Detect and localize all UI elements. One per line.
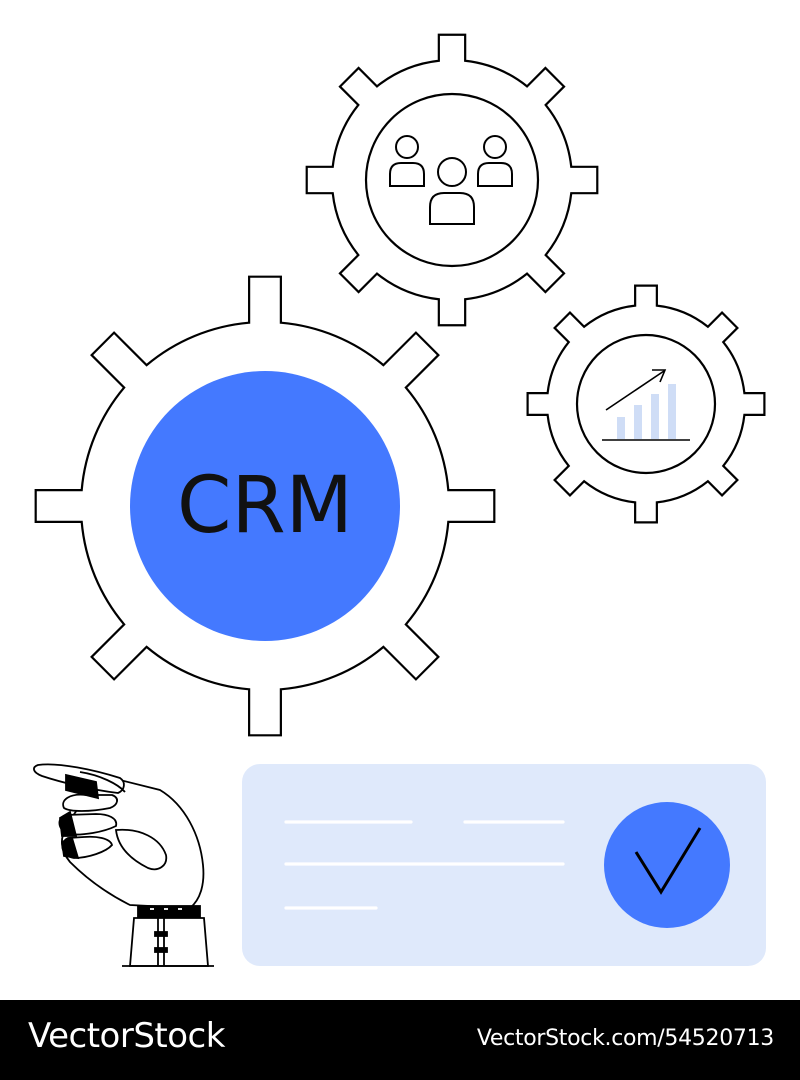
text-placeholder-lines	[284, 820, 565, 910]
chart-bar	[651, 394, 659, 439]
gear-icon	[526, 284, 766, 524]
image-reference: VectorStock.com/54520713	[476, 1026, 774, 1051]
crm-label: CRM	[177, 461, 353, 551]
check-badge	[604, 802, 730, 928]
check-icon	[634, 827, 702, 895]
chart-bar	[617, 417, 625, 439]
people-icon	[389, 135, 513, 225]
robot-hand-icon	[33, 763, 214, 967]
brand-logo: VectorStock	[28, 1016, 225, 1056]
chart-bar	[668, 384, 676, 439]
chart-bar	[634, 405, 642, 439]
crm-badge	[130, 371, 400, 641]
growth-chart-icon	[602, 369, 690, 441]
watermark-footer: VectorStock VectorStock.com/54520713	[0, 1000, 800, 1080]
crm-illustration: CRM	[33, 33, 766, 967]
